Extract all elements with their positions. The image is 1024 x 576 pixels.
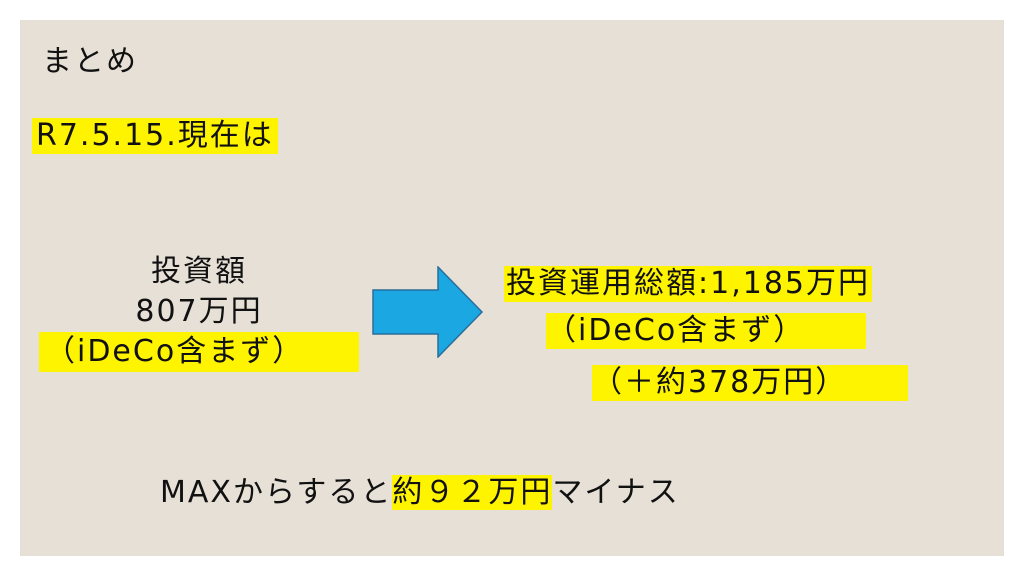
before-amount: 807万円 xyxy=(135,294,263,329)
right-arrow-icon xyxy=(372,266,484,358)
gain-amount: （＋約378万円） xyxy=(592,365,908,401)
conclusion-highlight: 約９２万円 xyxy=(392,475,553,510)
conclusion-line: MAXからすると約９２万円マイナス xyxy=(160,475,680,511)
before-block: 投資額 807万円 （iDeCo含まず） xyxy=(34,252,364,372)
slide-title: まとめ xyxy=(42,44,138,79)
slide: まとめ R7.5.15.現在は 投資額 807万円 （iDeCo含まず） 投資運… xyxy=(20,20,1004,556)
date-line: R7.5.15.現在は xyxy=(32,118,278,154)
conclusion-suffix: マイナス xyxy=(552,475,680,510)
total-amount: 投資運用総額:1,185万円 xyxy=(504,266,872,302)
before-note: （iDeCo含まず） xyxy=(39,332,359,372)
after-note: （iDeCo含まず） xyxy=(546,313,866,349)
before-label: 投資額 xyxy=(151,254,247,289)
conclusion-prefix: MAXからすると xyxy=(160,475,393,510)
